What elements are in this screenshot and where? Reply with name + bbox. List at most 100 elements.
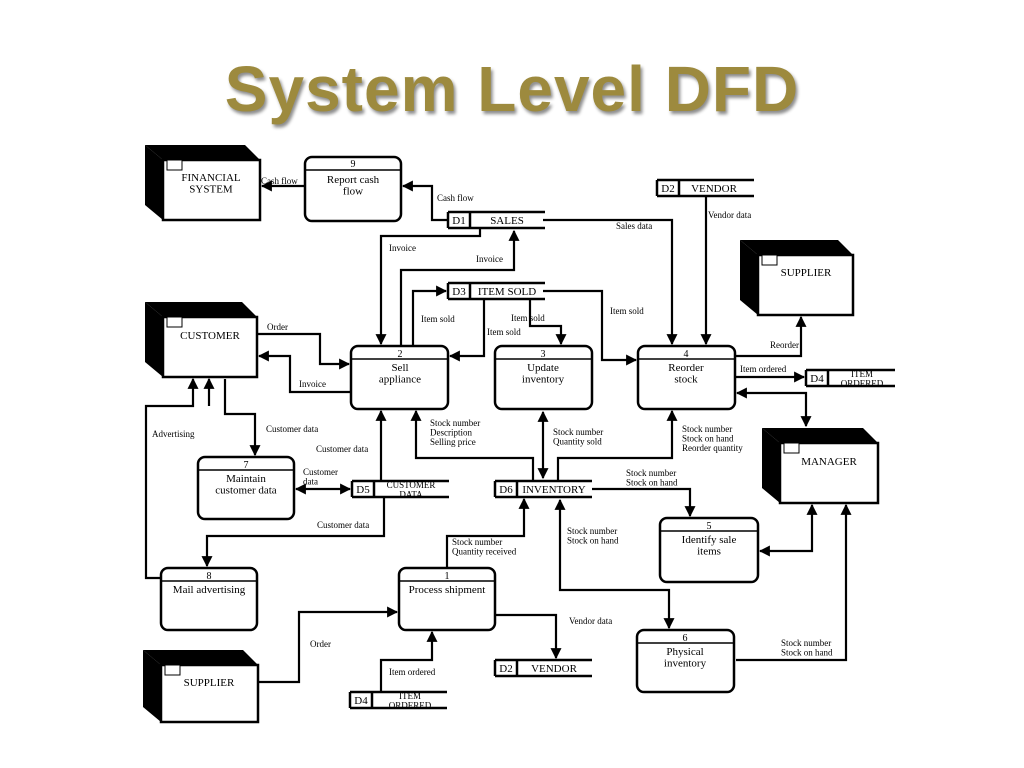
flow-label: Vendor data bbox=[569, 616, 612, 626]
store-name: SALES bbox=[490, 215, 524, 227]
flow-label: Advertising bbox=[152, 429, 195, 439]
store-id: D4 bbox=[354, 695, 368, 707]
flow-label: Item ordered bbox=[389, 667, 436, 677]
store-name: ITEM SOLD bbox=[478, 286, 536, 298]
store-d3-item-sold[interactable]: D3 ITEM SOLD bbox=[446, 281, 545, 301]
flow-line bbox=[399, 229, 520, 346]
flow-label: Order bbox=[310, 639, 331, 649]
flow-line bbox=[592, 487, 696, 518]
entity-label: SUPPLIER bbox=[184, 677, 235, 689]
process-number: 8 bbox=[207, 571, 212, 582]
flow-line bbox=[448, 299, 486, 362]
process-8[interactable]: 8 Mail advertising bbox=[159, 566, 259, 632]
flow-line bbox=[201, 497, 386, 568]
flow-label: Order bbox=[267, 322, 288, 332]
store-d6-inventory[interactable]: D6 INVENTORY bbox=[493, 479, 592, 499]
entity-label: CUSTOMER bbox=[180, 330, 240, 342]
flow-line bbox=[411, 285, 448, 346]
store-id: D2 bbox=[661, 183, 674, 195]
flow-label: Customer data bbox=[316, 444, 368, 454]
flow-line bbox=[379, 630, 438, 692]
process-1[interactable]: 1 Process shipment bbox=[397, 566, 497, 632]
process-number: 2 bbox=[398, 349, 403, 360]
flow-label: Item sold bbox=[421, 314, 455, 324]
flow-label: Customer data bbox=[266, 424, 318, 434]
flow-line bbox=[495, 613, 562, 660]
store-name: VENDOR bbox=[531, 663, 577, 675]
process-number: 4 bbox=[684, 349, 689, 360]
flow-line bbox=[401, 180, 448, 222]
flow-line bbox=[735, 387, 812, 428]
store-id: D4 bbox=[810, 373, 824, 385]
flow-line bbox=[258, 606, 399, 684]
store-id: D5 bbox=[356, 484, 370, 496]
flow-label: Item sold bbox=[610, 306, 644, 316]
store-id: D6 bbox=[499, 484, 513, 496]
store-name: INVENTORY bbox=[522, 484, 585, 496]
flow-labels: Cash flow Cash flow Invoice Invoice Sale… bbox=[152, 176, 833, 677]
flow-label: Item sold bbox=[511, 313, 545, 323]
store-d2-vendor-bottom[interactable]: D2 VENDOR bbox=[493, 658, 592, 678]
flow-line bbox=[543, 218, 678, 346]
process-number: 1 bbox=[445, 571, 450, 582]
process-name: Process shipment bbox=[409, 584, 486, 596]
store-d1-sales[interactable]: D1 SALES bbox=[446, 210, 545, 230]
flow-line bbox=[410, 409, 535, 481]
flow-label: Invoice bbox=[389, 243, 416, 253]
flow-label: Invoice bbox=[299, 379, 326, 389]
process-number: 5 bbox=[707, 521, 712, 532]
flow-label: Reorder bbox=[770, 340, 799, 350]
flow-line bbox=[735, 315, 807, 358]
flow-line bbox=[556, 409, 678, 481]
flow-line bbox=[445, 497, 530, 568]
flow-line bbox=[257, 332, 351, 370]
store-d2-vendor-top[interactable]: D2 VENDOR bbox=[655, 178, 754, 198]
flow-line bbox=[144, 377, 199, 580]
store-id: D2 bbox=[499, 663, 512, 675]
flow-line bbox=[257, 350, 351, 394]
flow-line bbox=[543, 289, 638, 366]
store-name: VENDOR bbox=[691, 183, 737, 195]
flow-line bbox=[736, 503, 852, 662]
flow-label: Invoice bbox=[476, 254, 503, 264]
entity-manager[interactable]: MANAGER bbox=[762, 428, 880, 505]
entity-supplier-bottom[interactable]: SUPPLIER bbox=[143, 650, 260, 724]
store-id: D1 bbox=[452, 215, 465, 227]
flow-label: Customer data bbox=[317, 520, 369, 530]
flow-label: Cash flow bbox=[437, 193, 474, 203]
entity-label: SUPPLIER bbox=[781, 267, 832, 279]
flow-line bbox=[758, 503, 818, 557]
process-number: 6 bbox=[683, 633, 688, 644]
process-number: 9 bbox=[351, 159, 356, 170]
flow-label: Cash flow bbox=[261, 176, 298, 186]
store-id: D3 bbox=[452, 286, 466, 298]
entity-supplier-top[interactable]: SUPPLIER bbox=[740, 240, 855, 317]
entity-customer[interactable]: CUSTOMER bbox=[145, 302, 259, 379]
